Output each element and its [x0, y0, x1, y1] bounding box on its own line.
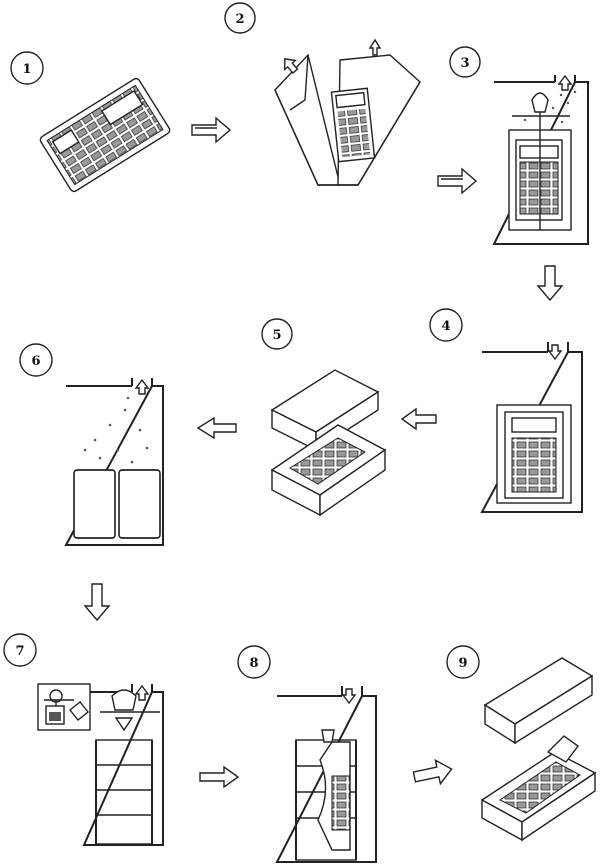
svg-text:5: 5 [272, 328, 281, 343]
svg-text:4: 4 [441, 319, 450, 334]
chamber-4 [480, 342, 583, 513]
down-arrow-icon [547, 344, 563, 361]
step-5-label: 5 [261, 318, 293, 350]
svg-text:9: 9 [458, 656, 467, 671]
svg-text:7: 7 [15, 644, 24, 659]
flow-arrow-8-9 [412, 758, 453, 786]
chamber-6 [64, 378, 164, 546]
chamber-8 [275, 686, 377, 863]
step-7-label: 7 [3, 633, 37, 667]
calculator-icon [39, 77, 171, 193]
flow-arrow-3-4 [536, 265, 564, 302]
down-arrow-icon [341, 688, 357, 705]
chamber-7 [37, 683, 164, 846]
step-4-label: 4 [429, 308, 463, 342]
chamber-3 [492, 74, 589, 245]
open-bag-with-calculator [274, 53, 421, 186]
step-6-label: 6 [19, 343, 53, 377]
foam-package-open-9 [480, 657, 597, 842]
up-arrow-icon [283, 38, 382, 75]
up-arrow-icon [557, 74, 573, 91]
step-1-label: 1 [10, 51, 44, 85]
svg-text:2: 2 [235, 12, 244, 27]
flow-arrow-5-6 [196, 416, 237, 440]
flow-arrow-7-8 [199, 765, 240, 789]
step-2-label: 2 [224, 2, 256, 34]
svg-text:1: 1 [22, 62, 31, 77]
step-8-label: 8 [237, 645, 271, 679]
foam-package-open-5 [270, 369, 387, 517]
svg-text:3: 3 [460, 56, 469, 71]
flow-arrow-4-5 [400, 407, 437, 431]
up-arrow-icon [134, 684, 150, 701]
step-3-label: 3 [449, 46, 481, 78]
flow-arrow-2-3 [437, 167, 478, 195]
svg-text:6: 6 [31, 354, 40, 369]
svg-text:8: 8 [249, 656, 258, 671]
up-arrow-icon [134, 378, 150, 395]
flow-arrow-1-2 [191, 116, 232, 144]
step-9-label: 9 [446, 645, 480, 679]
flow-arrow-6-7 [83, 583, 111, 622]
